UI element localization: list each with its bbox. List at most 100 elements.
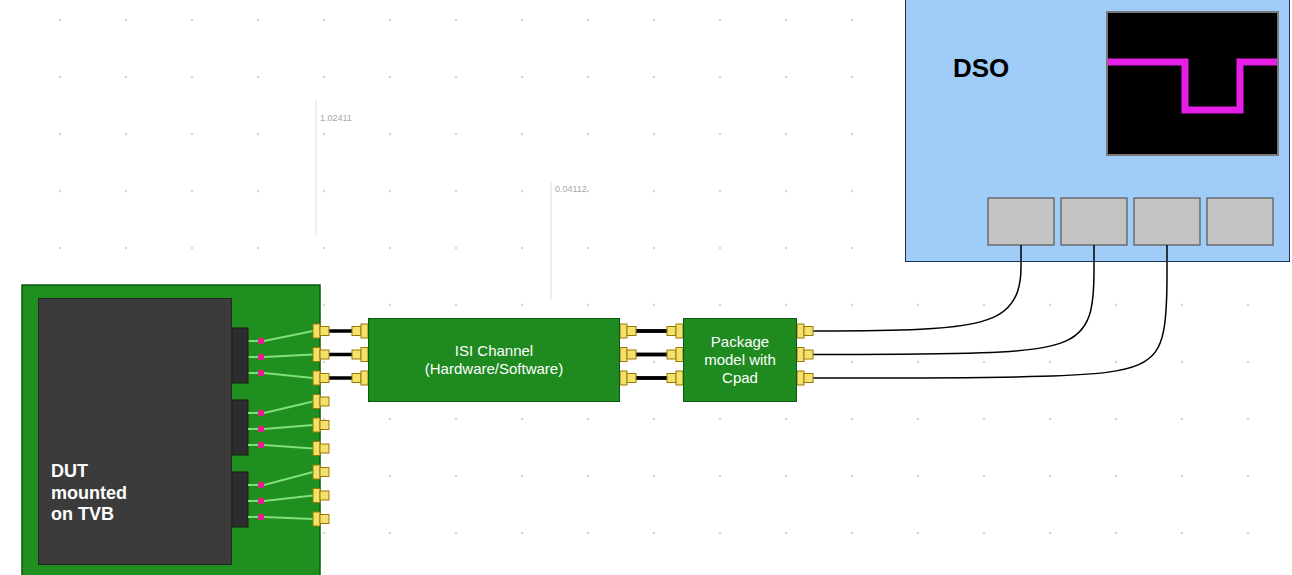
board-trace bbox=[232, 373, 368, 378]
sma-connector bbox=[313, 489, 329, 503]
grid-dot bbox=[389, 475, 391, 477]
grid-dot bbox=[125, 190, 127, 192]
grid-dot bbox=[785, 19, 787, 21]
grid-dot bbox=[323, 418, 325, 420]
watermark-number: 0.04112 bbox=[555, 184, 587, 194]
grid-dot bbox=[323, 76, 325, 78]
grid-dot bbox=[323, 304, 325, 306]
test-board bbox=[22, 285, 320, 575]
pad bbox=[258, 426, 264, 432]
cable-stub bbox=[1093, 245, 1095, 262]
board-trace bbox=[248, 425, 313, 429]
grid-dot bbox=[587, 418, 589, 420]
grid-dot bbox=[983, 418, 985, 420]
grid-dot bbox=[1115, 304, 1117, 306]
grid-dot bbox=[455, 190, 457, 192]
grid-dot bbox=[785, 304, 787, 306]
sma-connector bbox=[313, 512, 329, 526]
grid-dot bbox=[1049, 304, 1051, 306]
node-label: DUT mounted on TVB bbox=[51, 461, 136, 526]
grid-dot bbox=[323, 190, 325, 192]
grid-dot bbox=[719, 475, 721, 477]
grid-dot bbox=[455, 532, 457, 534]
board-trace bbox=[248, 496, 313, 502]
grid-dot bbox=[389, 76, 391, 78]
pad bbox=[258, 482, 264, 488]
grid-dot bbox=[521, 19, 523, 21]
grid-dot bbox=[917, 304, 919, 306]
sma-connector bbox=[667, 324, 683, 338]
grid-dot bbox=[653, 361, 655, 363]
grid-dot bbox=[455, 247, 457, 249]
grid-dot bbox=[191, 247, 193, 249]
channel-input bbox=[988, 198, 1054, 245]
connector-block bbox=[232, 328, 248, 383]
grid-dot bbox=[719, 133, 721, 135]
grid-dot bbox=[917, 475, 919, 477]
grid-dot bbox=[1115, 361, 1117, 363]
coax-cable bbox=[329, 353, 353, 357]
grid-dot bbox=[983, 304, 985, 306]
grid-dot bbox=[785, 76, 787, 78]
grid-dot bbox=[785, 190, 787, 192]
grid-dot bbox=[851, 76, 853, 78]
grid-dot bbox=[917, 532, 919, 534]
grid-dot bbox=[851, 475, 853, 477]
pad bbox=[258, 370, 264, 376]
coax-cable bbox=[636, 329, 668, 333]
sma-connector bbox=[352, 371, 368, 385]
grid-dot bbox=[983, 532, 985, 534]
grid-dot bbox=[455, 418, 457, 420]
coax-cable bbox=[636, 353, 668, 357]
grid-dot bbox=[1049, 475, 1051, 477]
grid-dot bbox=[125, 76, 127, 78]
grid-dot bbox=[1115, 532, 1117, 534]
grid-dot bbox=[983, 475, 985, 477]
sma-connector bbox=[797, 348, 813, 362]
grid-dot bbox=[653, 19, 655, 21]
grid-dot bbox=[851, 247, 853, 249]
sma-connector bbox=[313, 395, 329, 409]
grid-dot bbox=[191, 19, 193, 21]
grid-dot bbox=[1247, 304, 1249, 306]
sma-connector bbox=[352, 324, 368, 338]
grid-dot bbox=[323, 247, 325, 249]
grid-dot bbox=[851, 361, 853, 363]
grid-dot bbox=[785, 247, 787, 249]
sma-connector bbox=[313, 465, 329, 479]
grid-dot bbox=[1247, 475, 1249, 477]
grid-dot bbox=[587, 532, 589, 534]
grid-dot bbox=[521, 304, 523, 306]
grid-dot bbox=[587, 475, 589, 477]
grid-dot bbox=[191, 133, 193, 135]
sma-connector bbox=[620, 348, 636, 362]
coax-cable bbox=[329, 329, 353, 333]
grid-dot bbox=[59, 19, 61, 21]
sma-connector bbox=[667, 348, 683, 362]
grid-dot bbox=[59, 133, 61, 135]
grid-dot bbox=[587, 190, 589, 192]
sma-connector bbox=[620, 324, 636, 338]
sma-connector bbox=[667, 371, 683, 385]
node-label: ISI Channel (Hardware/Software) bbox=[412, 342, 577, 378]
connector-block bbox=[232, 472, 248, 527]
grid-dot bbox=[851, 19, 853, 21]
grid-dot bbox=[389, 247, 391, 249]
grid-dot bbox=[257, 19, 259, 21]
board-trace bbox=[248, 517, 313, 519]
grid-dot bbox=[323, 532, 325, 534]
grid-dot bbox=[1049, 532, 1051, 534]
grid-dot bbox=[785, 532, 787, 534]
grid-dot bbox=[587, 247, 589, 249]
grid-dot bbox=[719, 76, 721, 78]
grid-dot bbox=[389, 418, 391, 420]
pad bbox=[258, 410, 264, 416]
grid-dot bbox=[191, 76, 193, 78]
grid-dot bbox=[521, 532, 523, 534]
grid-dot bbox=[851, 304, 853, 306]
grid-dot bbox=[389, 133, 391, 135]
grid-dot bbox=[521, 133, 523, 135]
grid-dot bbox=[1115, 418, 1117, 420]
coax-cable bbox=[329, 376, 353, 380]
signal-cable bbox=[797, 262, 1094, 355]
